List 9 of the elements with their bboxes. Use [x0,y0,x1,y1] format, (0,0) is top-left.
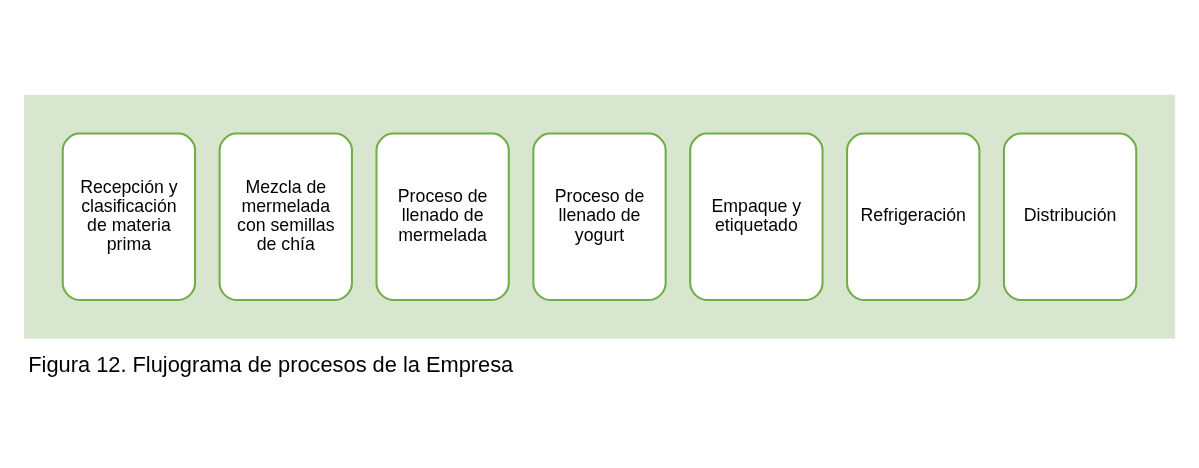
cluster [23,94,1176,339]
node-box: Refrigeración [846,132,981,301]
node-box: Recepción y clasificación de materia prima [61,132,197,301]
node-box: Distribución [1002,132,1138,301]
caption: Figura 12. Flujograma de procesos de la Empresa [28,351,514,377]
node-box: Proceso de llenado de yogurt [532,132,667,301]
node-box: Proceso de llenado de mermelada [375,132,510,301]
node-box: Mezcla de mermelada con semillas de chía [218,132,353,301]
node-box: Empaque y etiquetado [689,132,824,301]
